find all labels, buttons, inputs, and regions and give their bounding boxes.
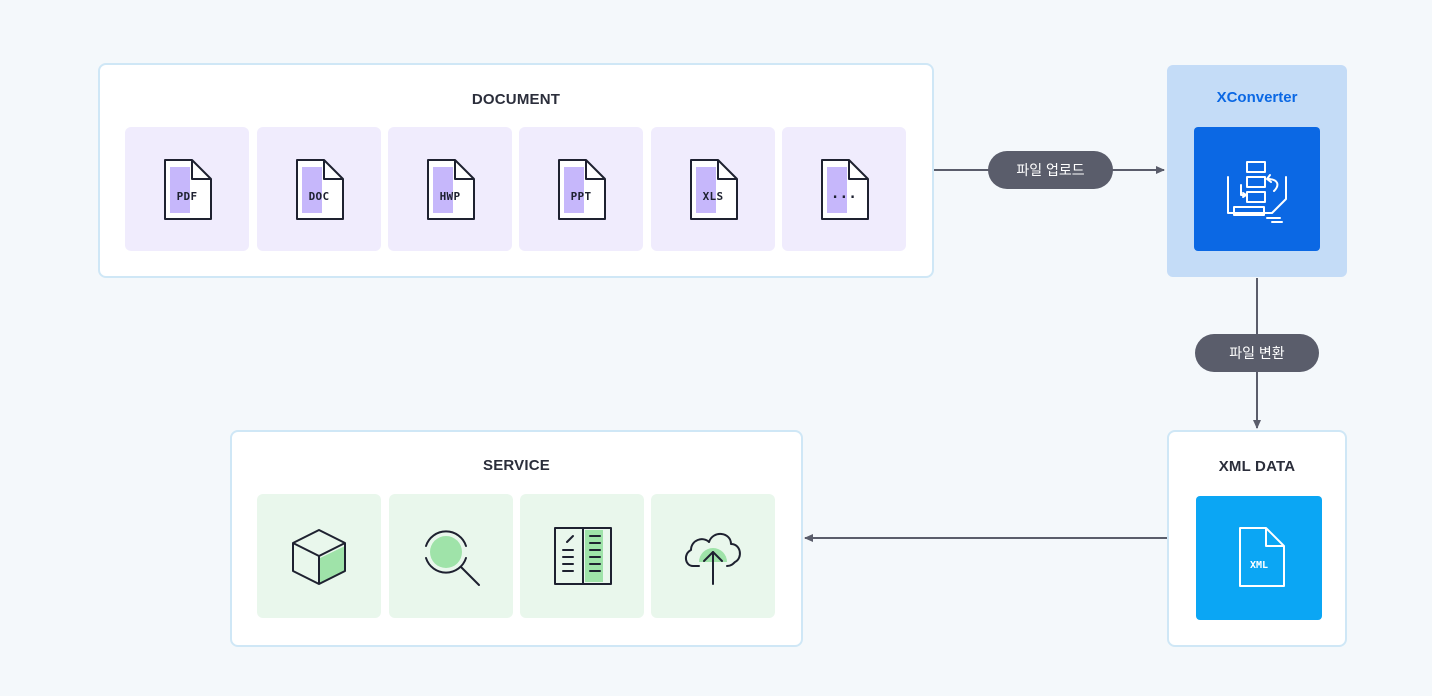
service-panel: SERVICE	[230, 430, 803, 647]
service-tile-search	[389, 494, 513, 618]
file-icon	[296, 159, 344, 220]
file-icon	[690, 159, 738, 220]
file-icon	[821, 159, 869, 220]
xconverter-tile	[1194, 127, 1320, 251]
file-tile-hwp: HWP	[388, 127, 512, 251]
file-label: ...	[830, 186, 858, 202]
xconverter-title: XConverter	[1216, 89, 1298, 106]
xconverter-panel: XConverter	[1167, 65, 1347, 277]
xml-tile: XML	[1196, 496, 1322, 620]
file-tile-doc: DOC	[257, 127, 381, 251]
service-tile-reader	[520, 494, 644, 618]
xml-file-label: XML	[1249, 560, 1269, 571]
converter-icon	[1227, 161, 1287, 223]
file-label: HWP	[439, 190, 461, 203]
file-tile-pdf: PDF	[125, 127, 249, 251]
document-panel: DOCUMENT PDF DOC HWP PPT	[98, 63, 934, 278]
xml-panel: XML DATA XML	[1167, 430, 1347, 647]
cube-icon	[292, 529, 346, 585]
file-tile-xls: XLS	[651, 127, 775, 251]
upload-label: 파일 업로드	[988, 151, 1113, 189]
file-label: DOC	[308, 190, 330, 203]
xml-file-icon	[1239, 527, 1285, 587]
file-label: PPT	[570, 190, 592, 203]
magnifier-icon	[425, 530, 480, 586]
document-reader-icon	[554, 527, 612, 585]
document-title: DOCUMENT	[471, 91, 561, 108]
service-tile-cube	[257, 494, 381, 618]
file-icon	[164, 159, 212, 220]
convert-label: 파일 변환	[1195, 334, 1319, 372]
file-tile-ppt: PPT	[519, 127, 643, 251]
file-label: PDF	[176, 190, 198, 203]
file-icon	[558, 159, 606, 220]
file-tile-more: ...	[782, 127, 906, 251]
file-icon	[427, 159, 475, 220]
cloud-upload-icon	[685, 533, 741, 585]
file-label: XLS	[702, 190, 724, 203]
xml-title: XML DATA	[1218, 458, 1296, 475]
service-tile-cloud	[651, 494, 775, 618]
service-title: SERVICE	[483, 457, 550, 474]
